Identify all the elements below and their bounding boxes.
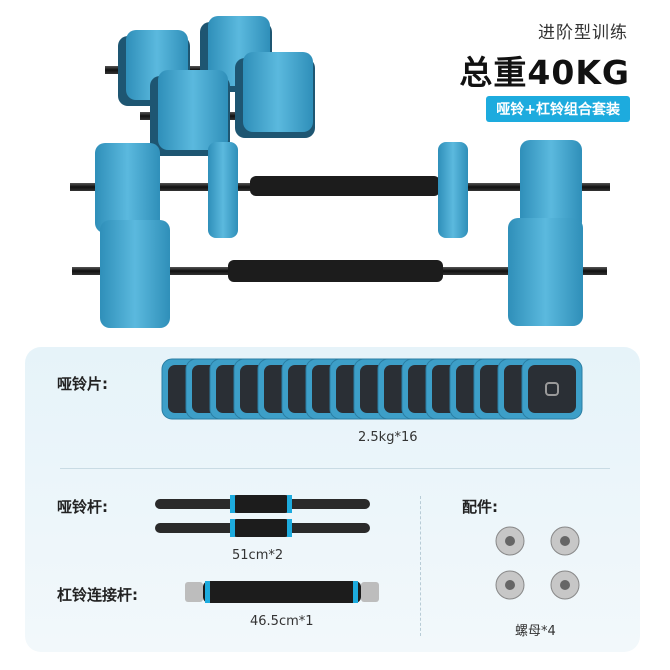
dumbbell-bar-caption: 51cm*2 [232,548,284,563]
plates-label: 哑铃片: [57,375,108,393]
dumbbell-bars-image [155,495,370,537]
connector-label: 杠铃连接杆: [57,586,138,604]
plate [521,358,583,420]
product-image [70,16,610,328]
dumbbell-pair [105,16,315,156]
nuts-image [495,526,580,600]
accessories-label: 配件: [462,498,498,516]
connector-caption: 46.5cm*1 [250,614,314,629]
plates-row [161,358,583,420]
dumbbell-bar-label: 哑铃杆: [57,498,108,516]
connector-bar-image [185,581,379,603]
panel-divider [60,468,610,469]
barbell-lower [72,218,607,328]
set-badge: 哑铃+杠铃组合套装 [486,96,630,122]
panel-vertical-divider [420,496,422,636]
subtitle: 进阶型训练 [538,23,628,43]
plates-caption: 2.5kg*16 [358,430,418,445]
barbell-upper [70,140,610,238]
page-title: 总重40KG [459,53,630,92]
accessories-caption: 螺母*4 [515,624,556,639]
